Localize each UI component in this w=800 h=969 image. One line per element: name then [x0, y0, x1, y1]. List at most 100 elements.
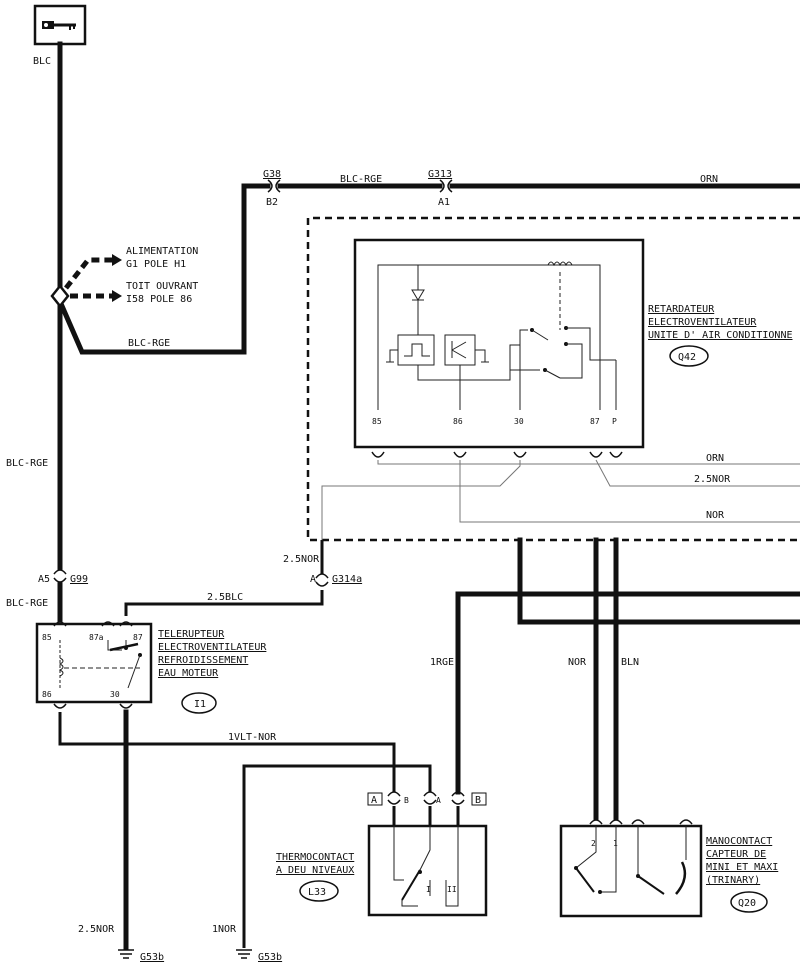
l33-pos-1: I: [426, 885, 431, 894]
feed2-line2: I58 POLE 86: [126, 294, 192, 305]
l33-title1: THERMOCONTACT: [276, 852, 354, 863]
l33-conn-b: B: [475, 795, 481, 806]
q42-enclosure: [306, 216, 800, 542]
connector-g99: [53, 569, 67, 575]
i1-title1: TELERUPTEUR: [158, 629, 225, 640]
q42-wire-nor: NOR: [706, 510, 725, 521]
g99-pin: A5: [38, 574, 50, 585]
q42-30-wire: [517, 537, 800, 625]
l33-internal-circuit: [393, 826, 459, 907]
q42-pin-p: P: [612, 417, 617, 426]
q20-title2: CAPTEUR DE: [706, 849, 766, 860]
conn1-pin: B2: [266, 197, 278, 208]
blc25-label: 2.5BLC: [207, 592, 243, 603]
feed1-line1: ALIMENTATION: [126, 246, 198, 257]
l33-box: [367, 824, 488, 917]
transistor-block-icon: [444, 334, 476, 366]
timer-block-icon: [397, 334, 435, 366]
q42-nor-wire: [459, 460, 800, 523]
q20-title1: MANOCONTACT: [706, 836, 772, 847]
ground2-wire: 1NOR: [212, 924, 237, 935]
ground2-name: G53b: [258, 952, 282, 963]
rge-wire-label: 1RGE: [430, 657, 454, 668]
i1-ref-badge: [181, 692, 217, 714]
q20-internal-circuit: [574, 826, 687, 895]
feed-arrow-1: [112, 254, 122, 266]
connector-g313: [439, 179, 445, 193]
q42-nor25-wire: [595, 459, 800, 487]
q42-title1: RETARDATEUR: [648, 304, 715, 315]
i1-relay-box: [35, 622, 153, 704]
nor1-ground-wire: [242, 764, 432, 948]
blc25-wire: [124, 590, 324, 616]
feed1-line2: G1 POLE H1: [126, 259, 186, 270]
q42-pin-86: 86: [453, 417, 463, 426]
q42-internal-circuit: [377, 261, 617, 410]
l33-connector-b-tag: [471, 792, 487, 806]
ignition-wire-label: BLC: [33, 56, 51, 67]
q42-ref: Q42: [678, 352, 696, 363]
rge-wire: [455, 591, 800, 795]
bln-wire-label: BLN: [621, 657, 639, 668]
l33-pin-a: A: [436, 796, 441, 805]
connector-g314a: [315, 573, 329, 579]
top-wire2-label: ORN: [700, 174, 718, 185]
l33-pos-2: II: [447, 885, 457, 894]
q42-wire-nor25: 2.5NOR: [694, 474, 731, 485]
i1-title2: ELECTROVENTILATEUR: [158, 642, 267, 653]
ground1-name: G53b: [140, 952, 164, 963]
q42-wire-orn: ORN: [706, 453, 724, 464]
conn2-label: G313: [428, 169, 452, 180]
l33-pin-b: B: [404, 796, 409, 805]
vlt-nor-label: 1VLT-NOR: [228, 732, 277, 743]
g99-wire: BLC-RGE: [6, 598, 48, 609]
q42-pin-87: 87: [590, 417, 600, 426]
g314-wire-label: 2.5NOR: [283, 554, 320, 565]
coil-icon: [58, 657, 64, 677]
feed2-line1: TOIT OUVRANT: [126, 281, 198, 292]
i1-pin-30: 30: [110, 690, 120, 699]
key-icon: [42, 21, 76, 30]
ground-icon: [236, 949, 252, 959]
connector-g38: [267, 179, 273, 193]
q20-title3: MINI ET MAXI: [706, 862, 778, 873]
i1-pin-85: 85: [42, 633, 52, 642]
main-riser-label: BLC-RGE: [6, 458, 48, 469]
q42-title2: ELECTROVENTILATEUR: [648, 317, 757, 328]
i1-title4: EAU MOTEUR: [158, 668, 219, 679]
i1-pin-87: 87: [133, 633, 143, 642]
branch-wire: [58, 183, 271, 355]
q42-pin-85: 85: [372, 417, 382, 426]
ground-icon: [118, 949, 134, 959]
q20-connectors: [589, 819, 693, 825]
l33-conn-a: A: [371, 795, 377, 806]
diode-icon: [411, 289, 425, 301]
ignition-switch: [33, 4, 87, 46]
ground1-wire: 2.5NOR: [78, 924, 115, 935]
q42-ref-badge: [669, 345, 709, 367]
q20-title4: (TRINARY): [706, 875, 760, 886]
relay-coil-icon: [547, 261, 573, 267]
l33-ref-badge: [299, 880, 339, 902]
q42-title3: UNITE D' AIR CONDITIONNE: [648, 330, 793, 341]
splice-node: [50, 283, 70, 309]
g314-pin: A: [310, 574, 316, 585]
l33-connector-a-tag: [367, 792, 383, 806]
vlt-nor-wire: [58, 712, 396, 792]
feed-alimentation-wire: [64, 257, 112, 290]
conn2-pin: A1: [438, 197, 450, 208]
nor-wire-label: NOR: [568, 657, 587, 668]
top-wire1-label: BLC-RGE: [340, 174, 382, 185]
q42-wire-to-g314: [321, 460, 521, 540]
conn1-label: G38: [263, 169, 281, 180]
q42-relay-box: [353, 238, 645, 449]
q42-orn-wire: [377, 460, 800, 465]
i1-title3: REFROIDISSEMENT: [158, 655, 248, 666]
l33-ref: L33: [308, 887, 326, 898]
q42-connectors: [371, 451, 623, 458]
g99-name: G99: [70, 574, 88, 585]
q20-ref-badge: [730, 891, 768, 913]
feed-arrow-2: [112, 290, 122, 302]
i1-internal-circuit: [53, 621, 142, 689]
q20-ref: Q20: [738, 898, 756, 909]
